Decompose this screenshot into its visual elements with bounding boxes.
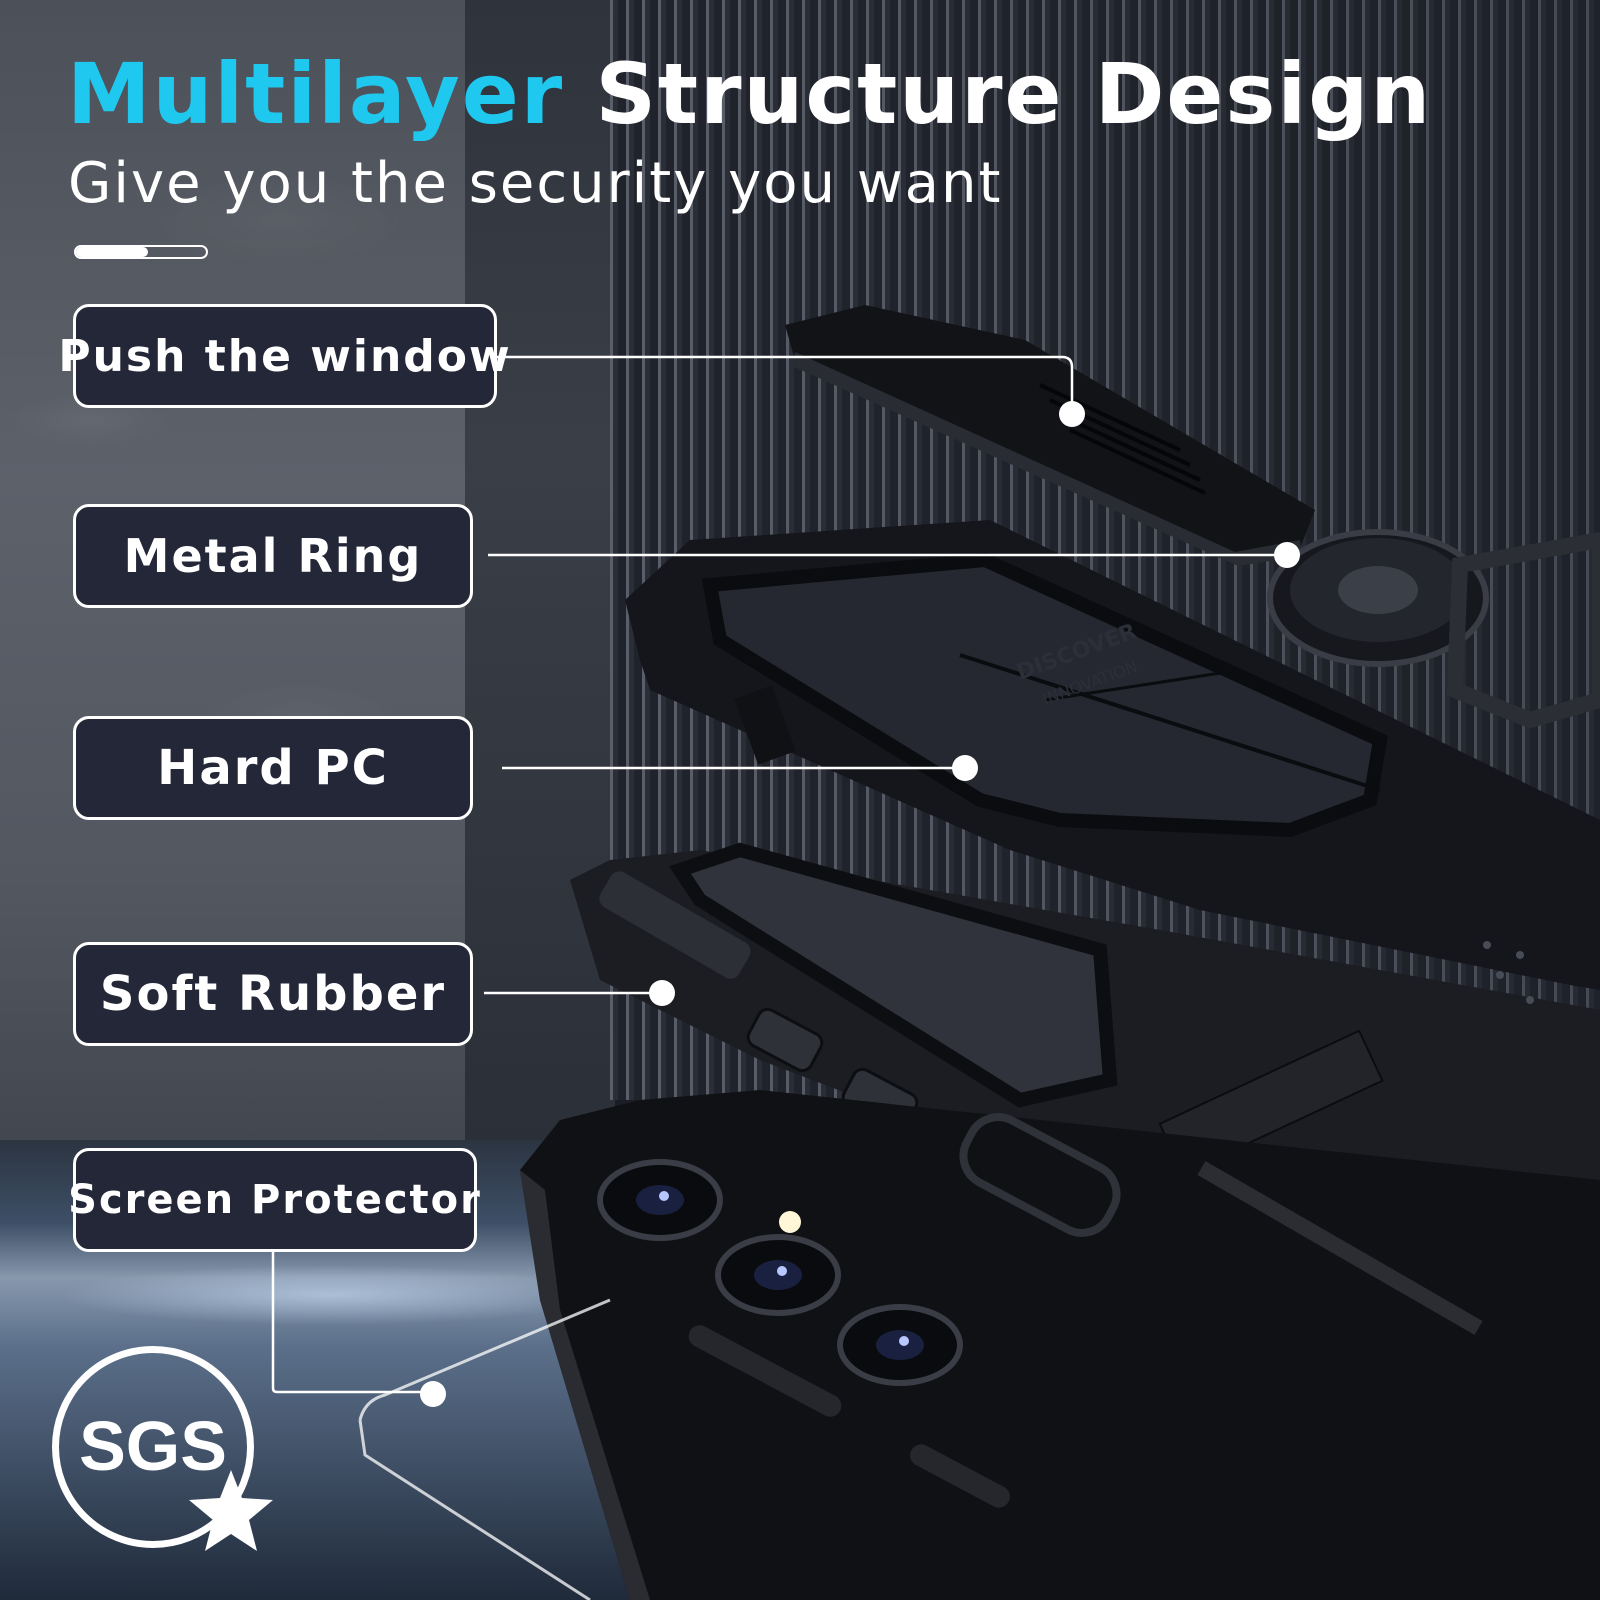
callout-dot-ring — [1274, 542, 1300, 568]
callout-line-protector — [271, 1252, 433, 1394]
label-hard-pc: Hard PC — [73, 716, 473, 820]
callout-dot-protector — [420, 1381, 446, 1407]
label-metal-ring: Metal Ring — [73, 504, 473, 608]
slide-window-part — [785, 305, 1315, 566]
hard-pc-part: DISCOVER INNOVATION — [625, 520, 1600, 990]
title-rest: Structure Design — [595, 45, 1433, 143]
screen-protector-part — [358, 1298, 611, 1421]
label-push-window: Push the window — [58, 304, 510, 408]
page-subtitle: Give you the security you want — [68, 151, 1003, 216]
title-accent-word: Multilayer — [67, 45, 565, 143]
callout-dot-rubber — [649, 980, 675, 1006]
callout-lines — [271, 355, 1287, 1394]
sgs-badge-text: SGS — [79, 1407, 227, 1485]
star-icon — [189, 1470, 273, 1551]
progress-fill — [76, 247, 148, 257]
background-pillar — [465, 0, 615, 1140]
callout-line-window — [497, 355, 1074, 413]
label-screen-protector: Screen Protector — [68, 1148, 480, 1252]
sgs-badge: SGS — [52, 1346, 254, 1548]
label-soft-rubber: Soft Rubber — [73, 942, 473, 1046]
metal-ring-part — [1267, 529, 1600, 729]
camera-flash — [779, 1211, 801, 1233]
camera-lenses — [597, 1159, 963, 1386]
callout-dots — [420, 401, 1300, 1407]
callout-dot-pc — [952, 755, 978, 781]
progress-indicator — [74, 245, 208, 259]
page-title: Multilayer Structure Design — [67, 52, 1432, 136]
callout-dot-window — [1059, 401, 1085, 427]
